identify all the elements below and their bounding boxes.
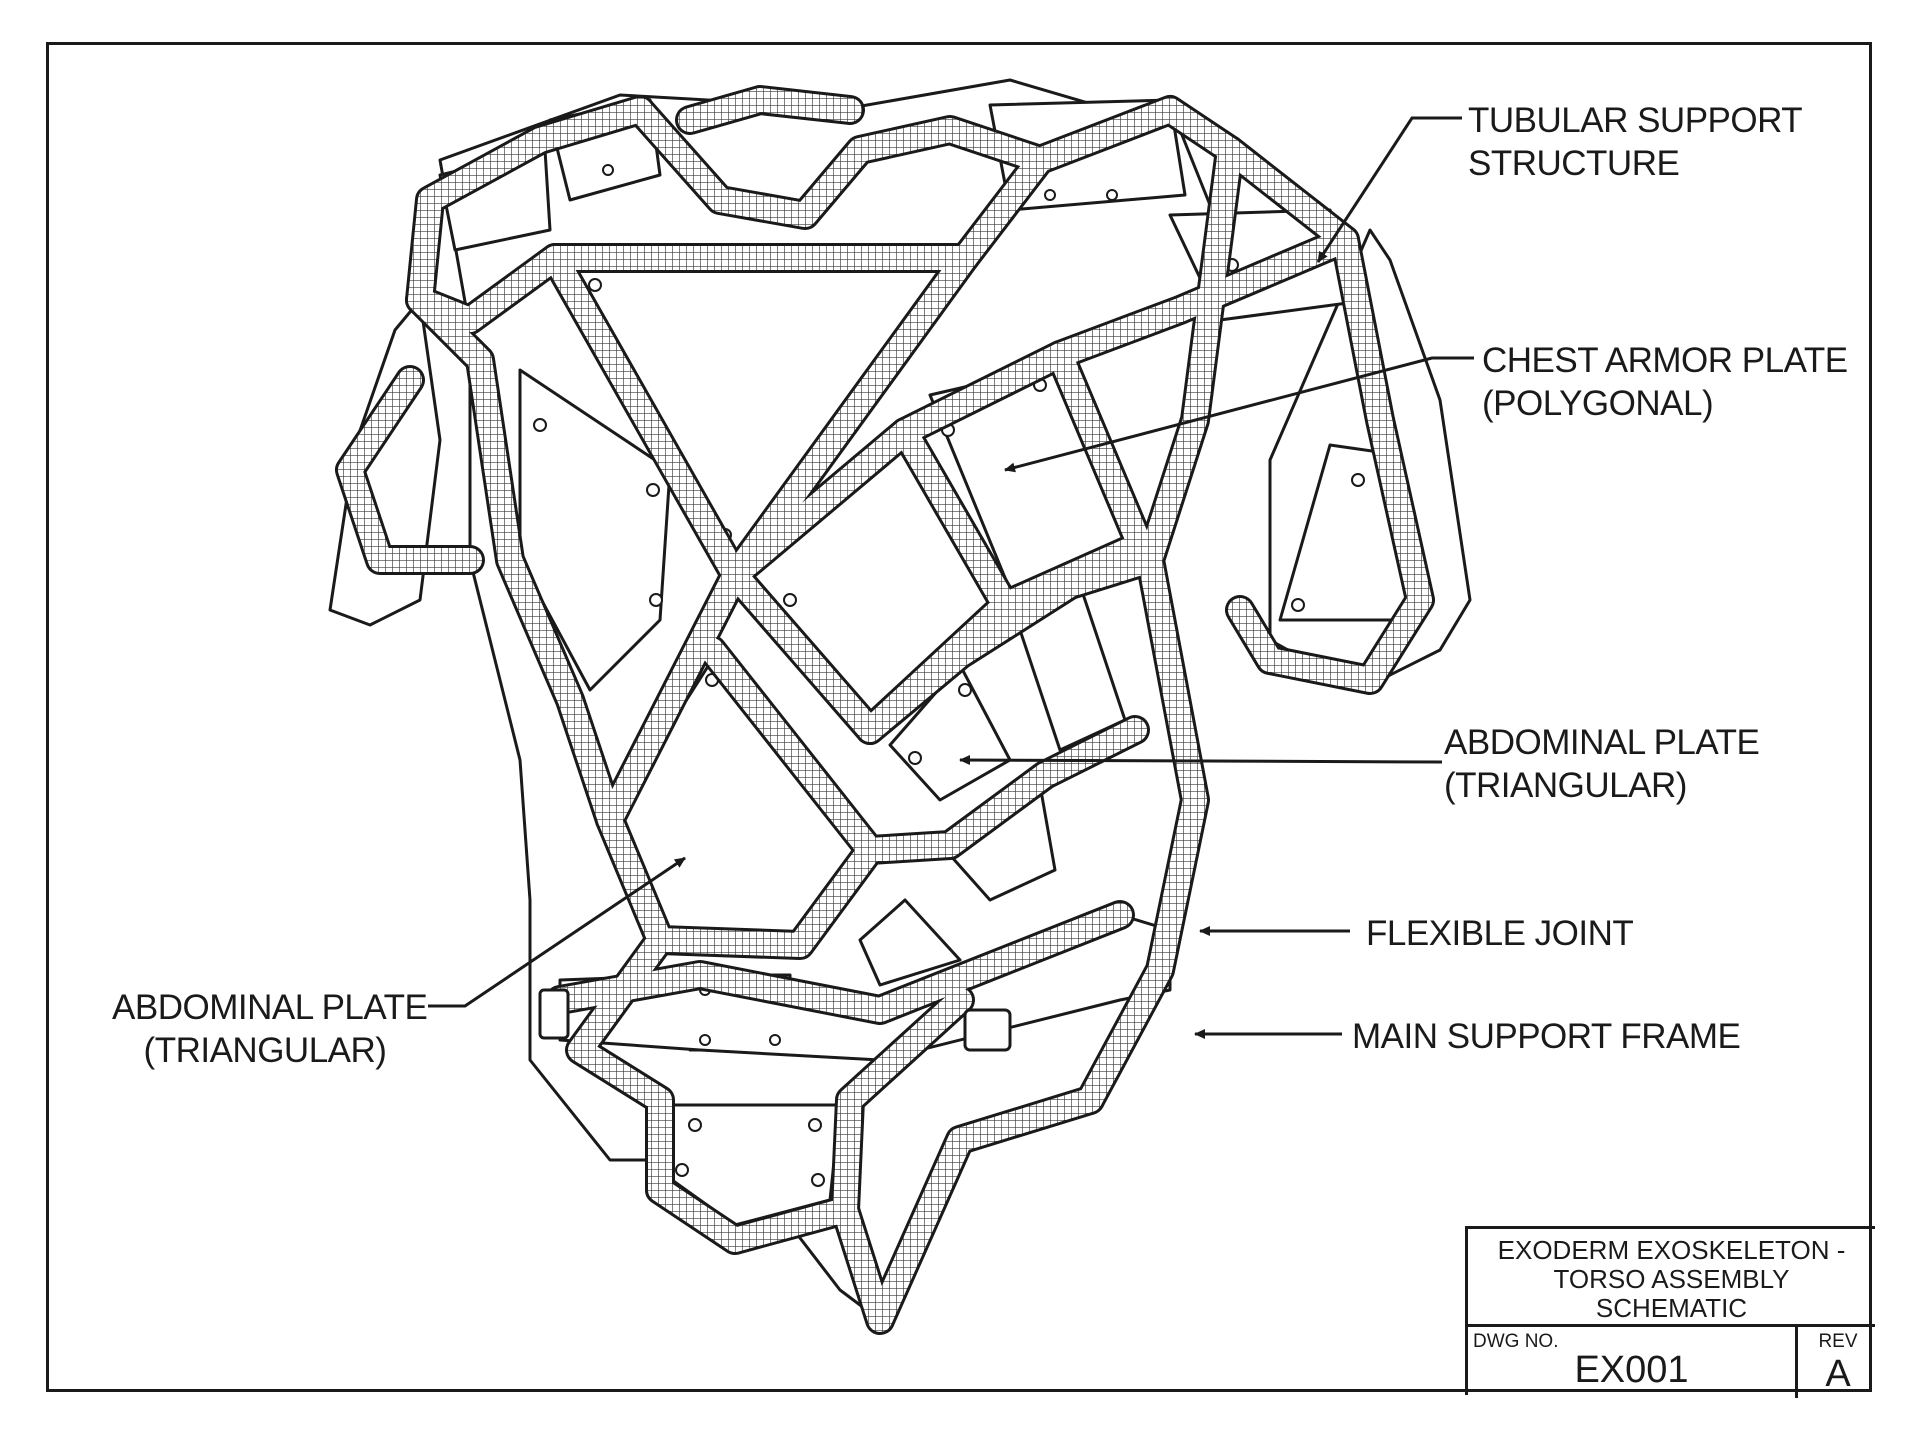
label-tubular-line2: STRUCTURE xyxy=(1468,144,1680,183)
leader-abdominal-right xyxy=(959,755,1443,766)
label-abdominal-right-line2: (TRIANGULAR) xyxy=(1444,766,1687,805)
title-line-1: EXODERM EXOSKELETON - xyxy=(1497,1235,1846,1265)
title-block: EXODERM EXOSKELETON - TORSO ASSEMBLY SCH… xyxy=(1465,1226,1878,1398)
plate-fasteners xyxy=(533,164,1365,1187)
leader-abdominal-left xyxy=(428,856,686,1008)
buckle-right xyxy=(963,1008,1012,1052)
drawing-number: EX001 xyxy=(1574,1349,1689,1391)
label-chest-armor: CHEST ARMOR PLATE (POLYGONAL) xyxy=(1482,339,1848,425)
label-abdominal-left-line2: (TRIANGULAR) xyxy=(143,1031,387,1070)
label-abdominal-left: ABDOMINAL PLATE (TRIANGULAR) xyxy=(112,986,428,1072)
tubular-frame xyxy=(335,85,1435,1335)
title-line-3: SCHEMATIC xyxy=(1595,1293,1748,1323)
label-main-frame: MAIN SUPPORT FRAME xyxy=(1352,1015,1741,1058)
revision-label: REV xyxy=(1818,1331,1858,1352)
label-flexible-joint: FLEXIBLE JOINT xyxy=(1366,912,1634,955)
label-abdominal-right: ABDOMINAL PLATE (TRIANGULAR) xyxy=(1444,721,1760,807)
label-flexible-joint-line1: FLEXIBLE JOINT xyxy=(1366,914,1634,953)
leader-lines xyxy=(428,116,1474,1039)
revision-cell: REV A xyxy=(1798,1327,1878,1398)
drawing-number-label: DWG NO. xyxy=(1473,1331,1559,1352)
label-abdominal-left-line1: ABDOMINAL PLATE xyxy=(112,988,428,1027)
revision-value: A xyxy=(1825,1353,1851,1395)
lower-plate-center xyxy=(858,898,962,987)
label-chest-line2: (POLYGONAL) xyxy=(1482,384,1714,423)
buckle-left xyxy=(538,988,570,1040)
label-main-frame-line1: MAIN SUPPORT FRAME xyxy=(1352,1017,1741,1056)
leader-chest-plate xyxy=(1004,356,1474,473)
belt-buckles xyxy=(538,988,1012,1052)
label-chest-line1: CHEST ARMOR PLATE xyxy=(1482,341,1848,380)
drawing-number-cell: DWG NO. EX001 xyxy=(1468,1327,1798,1398)
label-abdominal-right-line1: ABDOMINAL PLATE xyxy=(1444,723,1760,762)
label-tubular-support: TUBULAR SUPPORT STRUCTURE xyxy=(1468,99,1803,185)
title-line-2: TORSO ASSEMBLY xyxy=(1553,1264,1790,1294)
label-tubular-line1: TUBULAR SUPPORT xyxy=(1468,101,1803,140)
leader-tubular-support xyxy=(1316,116,1462,263)
title-block-title: EXODERM EXOSKELETON - TORSO ASSEMBLY SCH… xyxy=(1468,1229,1875,1327)
